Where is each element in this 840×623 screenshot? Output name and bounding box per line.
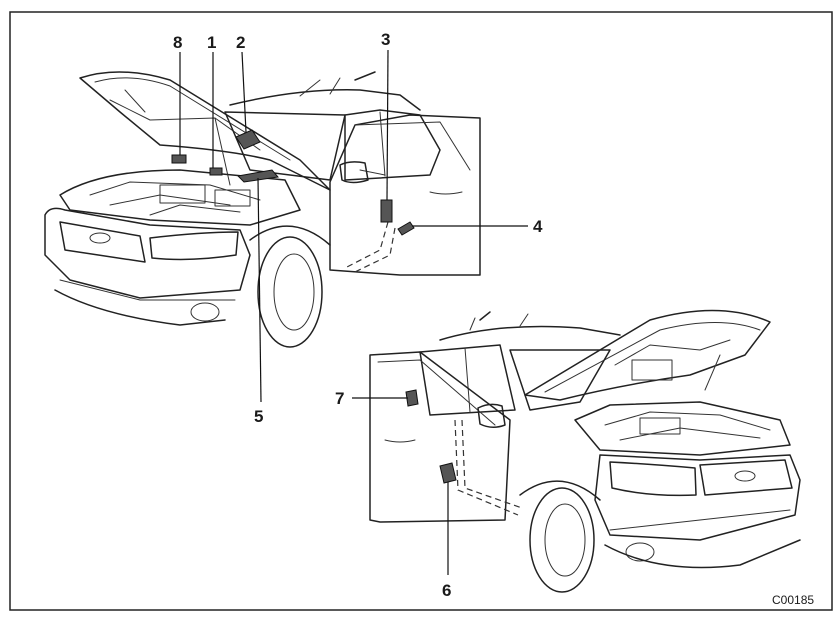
open-door-right xyxy=(369,351,511,523)
fog-light-right xyxy=(625,542,655,562)
label-6-marker xyxy=(439,462,457,484)
vehicle-front-right xyxy=(369,309,801,593)
figure-code: C00185 xyxy=(772,593,814,607)
callout-8: 8 xyxy=(173,33,182,52)
label-3-marker xyxy=(380,199,393,223)
grille xyxy=(59,221,146,263)
fog-light xyxy=(190,302,220,322)
engine-bay-right xyxy=(574,401,791,456)
callout-4: 4 xyxy=(533,217,543,236)
open-hood-right xyxy=(524,309,771,401)
label-2-marker xyxy=(235,129,261,150)
side-window xyxy=(344,109,441,181)
leader-lines xyxy=(179,49,528,575)
engine-bay xyxy=(59,169,301,226)
open-door-left xyxy=(329,114,481,276)
vehicle-front-left xyxy=(44,71,481,348)
callout-3: 3 xyxy=(381,30,390,49)
callout-1: 1 xyxy=(207,33,216,52)
leader-2 xyxy=(241,51,247,133)
leader-3 xyxy=(386,49,389,201)
front-wheel-right xyxy=(529,487,595,593)
side-window-right xyxy=(419,344,516,416)
side-mirror xyxy=(339,161,369,184)
open-hood xyxy=(79,71,331,191)
label-1-marker xyxy=(209,167,223,176)
callout-6: 6 xyxy=(442,581,451,600)
label-5-marker xyxy=(236,169,279,183)
side-mirror-right xyxy=(477,403,506,428)
label-7-marker xyxy=(405,389,419,407)
windshield-right xyxy=(509,349,611,411)
windshield xyxy=(224,111,346,181)
front-bumper-right xyxy=(594,454,801,541)
label-4-marker xyxy=(397,221,415,236)
grille-right xyxy=(699,459,793,496)
diagram-border xyxy=(9,11,833,611)
leader-5 xyxy=(257,177,262,403)
callout-2: 2 xyxy=(236,33,245,52)
callout-numbers: 8 1 2 3 4 5 6 7 xyxy=(173,30,543,600)
front-bumper xyxy=(44,207,251,299)
callout-7: 7 xyxy=(335,389,344,408)
callout-5: 5 xyxy=(254,407,263,426)
front-wheel xyxy=(257,236,323,348)
headlight xyxy=(149,231,239,261)
label-8-marker xyxy=(171,154,187,164)
headlight-right xyxy=(609,461,697,497)
